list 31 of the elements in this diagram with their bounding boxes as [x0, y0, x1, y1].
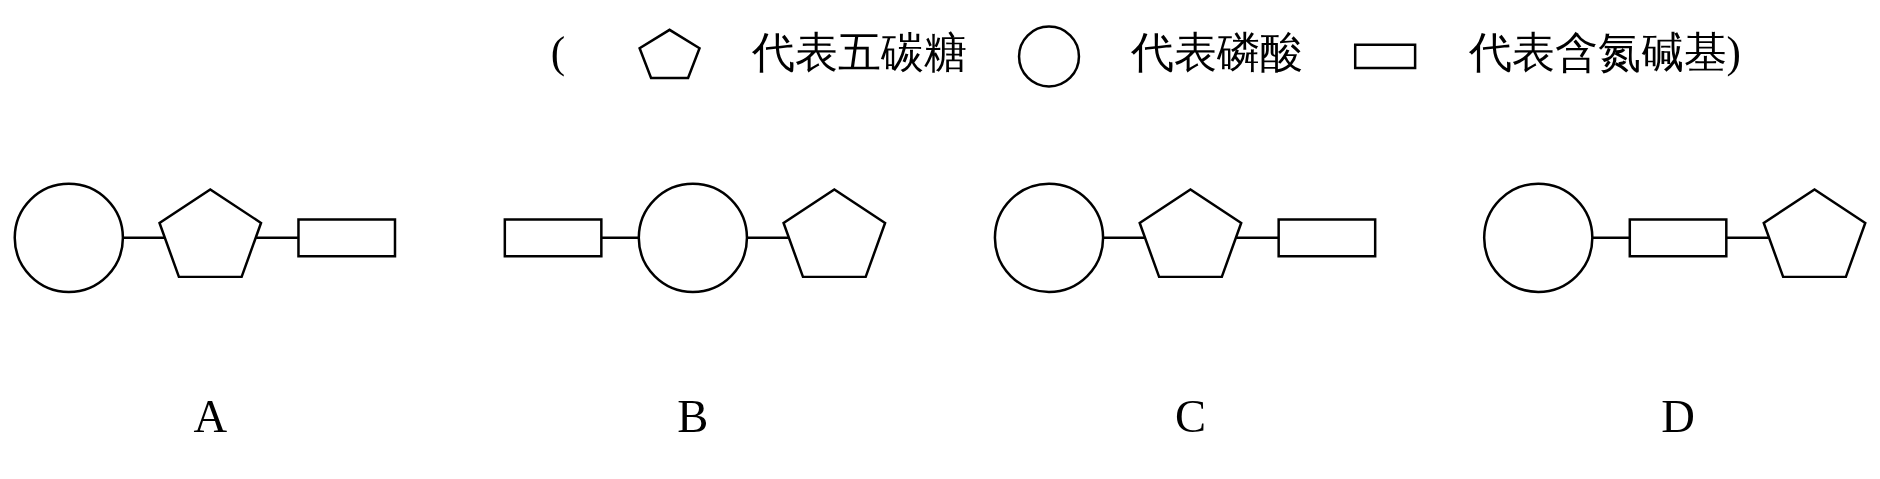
node-box — [1277, 218, 1377, 258]
node-box — [503, 218, 603, 258]
node-pentagon — [782, 188, 887, 279]
node-circle — [13, 182, 125, 294]
connector — [1592, 236, 1630, 240]
label: A — [193, 390, 228, 443]
node-pentagon — [158, 188, 263, 279]
node-circle — [637, 182, 749, 294]
connector — [1726, 236, 1769, 240]
node-circle — [1017, 25, 1081, 88]
label: C — [1174, 390, 1206, 443]
connector — [747, 236, 789, 240]
legend-label: 代表五碳糖 — [751, 27, 967, 76]
connector — [256, 236, 298, 240]
label: D — [1661, 390, 1695, 443]
node-pentagon — [1138, 188, 1243, 279]
node-circle — [1482, 182, 1594, 294]
node-circle — [993, 182, 1105, 294]
connector — [122, 236, 165, 240]
node-box — [297, 218, 397, 258]
node-box — [1628, 218, 1728, 258]
connector — [1103, 236, 1145, 240]
node-pentagon — [1762, 188, 1867, 279]
legend-label: 代表磷酸 — [1131, 27, 1304, 76]
connector — [1236, 236, 1279, 240]
connector — [601, 236, 639, 240]
node-pentagon — [638, 28, 702, 80]
label: B — [677, 390, 709, 443]
node-box — [1353, 43, 1417, 70]
label: ( — [550, 27, 566, 76]
legend-label: 代表含氮碱基) — [1468, 27, 1742, 76]
